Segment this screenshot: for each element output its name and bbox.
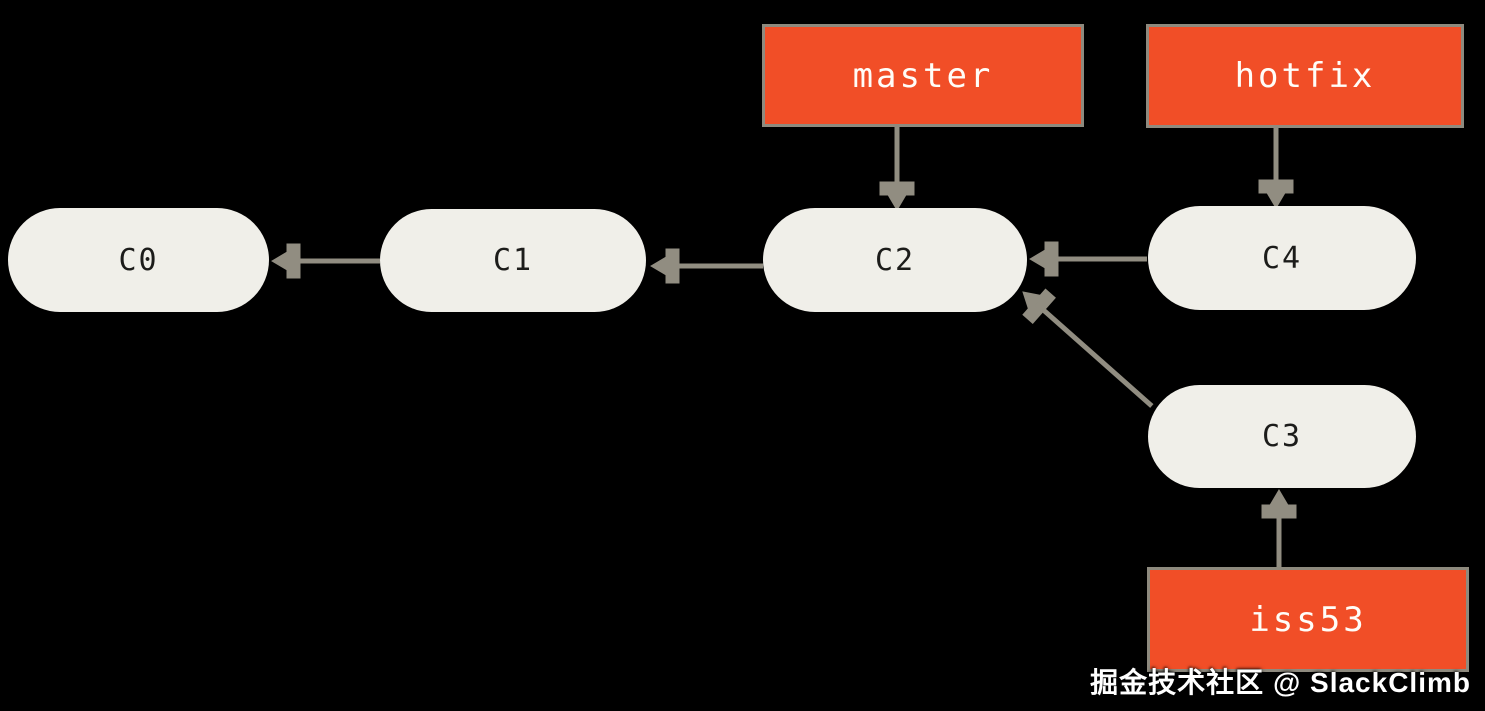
commit-node-c1: C1 [380, 209, 646, 312]
arrow-master-to-c2 [879, 126, 915, 211]
arrow-hotfix-to-c4 [1258, 127, 1294, 209]
commit-node-c4: C4 [1148, 206, 1416, 310]
branch-box-hotfix: hotfix [1146, 24, 1464, 128]
commit-node-c2: C2 [763, 208, 1027, 312]
branch-box-iss53: iss53 [1147, 567, 1469, 672]
commit-label-c0: C0 [118, 242, 159, 278]
commit-node-c3: C3 [1148, 385, 1416, 488]
arrow-c3-to-c2 [1011, 278, 1154, 408]
branch-label-iss53: iss53 [1249, 599, 1367, 640]
commit-label-c1: C1 [492, 243, 534, 278]
arrow-iss53-to-c3 [1261, 489, 1297, 568]
commit-label-c2: C2 [874, 242, 916, 278]
watermark: 掘金技术社区 @ SlackClimb [1090, 667, 1471, 698]
commit-node-c0: C0 [8, 208, 269, 312]
branch-label-master: master [852, 55, 994, 96]
commit-label-c4: C4 [1261, 240, 1303, 276]
commit-label-c3: C3 [1261, 419, 1303, 454]
arrow-c4-to-c2 [1029, 241, 1147, 277]
branch-label-hotfix: hotfix [1234, 56, 1376, 96]
arrow-c1-to-c0 [271, 243, 380, 279]
branch-box-master: master [762, 24, 1084, 127]
arrow-c2-to-c1 [650, 248, 763, 284]
